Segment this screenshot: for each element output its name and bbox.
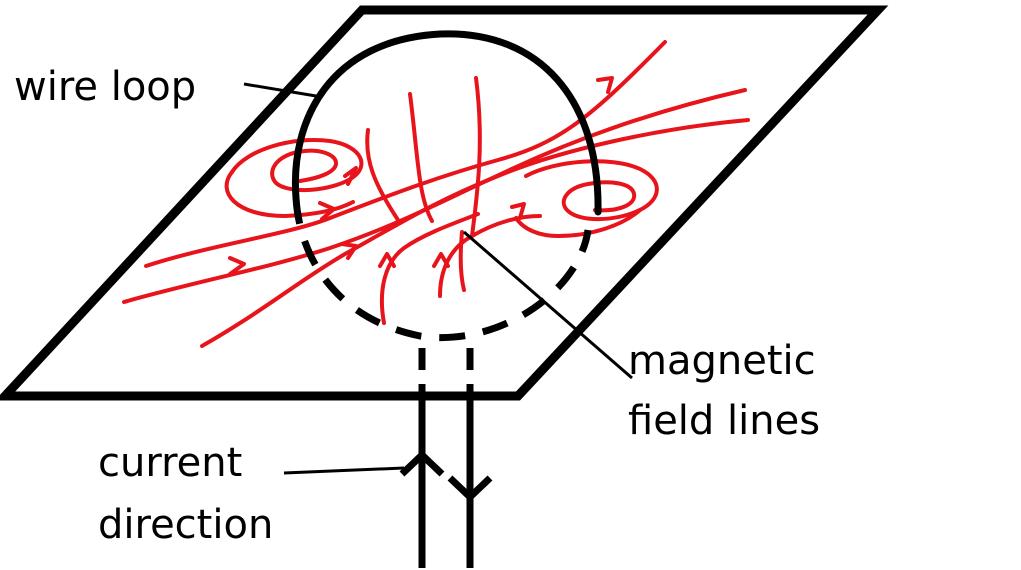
field-arrow (340, 242, 358, 260)
field-arrow (228, 256, 246, 276)
wire-loop-label: wire loop (14, 64, 196, 110)
field-line-through-3 (200, 118, 750, 348)
field-line-upper-2 (365, 128, 400, 222)
field-lines-leader (463, 230, 633, 380)
field-line-lower-1 (379, 212, 480, 325)
current-leader (283, 466, 405, 475)
field-line-left-inner (230, 138, 364, 193)
field-arrow (510, 202, 526, 220)
magnetic-label-line1: magnetic (628, 338, 816, 384)
current-arrow-up (399, 450, 445, 477)
field-line-upper-3 (470, 76, 482, 238)
current-label-line2: direction (98, 502, 273, 548)
field-arrow (596, 76, 614, 94)
wire-loop-hidden (292, 197, 592, 341)
wire-loop-leader (243, 82, 317, 98)
field-arrow (318, 201, 336, 221)
wire-loop (291, 30, 602, 216)
field-line-right-outer (514, 208, 642, 239)
field-arrow (378, 252, 396, 268)
current-arrow-down (447, 475, 493, 502)
field-arrow (343, 166, 358, 186)
field-arrow (432, 252, 450, 268)
current-label-line1: current (98, 440, 242, 486)
field-arrows (228, 76, 614, 276)
field-line-upper-1 (408, 92, 434, 223)
field-line-lower-3 (458, 230, 466, 292)
magnetic-label-line2: field lines (628, 398, 820, 444)
field-line-right-inner (524, 159, 659, 222)
